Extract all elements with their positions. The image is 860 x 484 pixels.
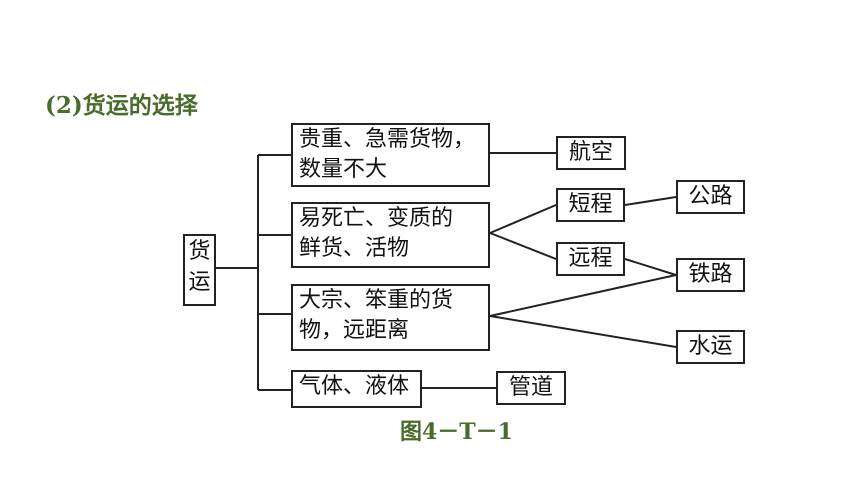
category-node-bulky-long-distance: 大宗、笨重的货 物，远距离 (291, 284, 490, 351)
mode-node-highway: 公路 (676, 180, 745, 214)
figure-caption: 图4－T－1 (400, 419, 513, 445)
distance-node-short: 短程 (556, 188, 625, 222)
distance-node-long: 远程 (556, 242, 625, 276)
mode-node-air: 航空 (556, 136, 626, 170)
root-node-freight: 货 运 (183, 234, 216, 306)
mode-node-water: 水运 (676, 330, 745, 364)
category-node-valuable-urgent: 贵重、急需货物， 数量不大 (291, 123, 490, 187)
mode-node-rail: 铁路 (676, 258, 745, 292)
mode-node-pipeline: 管道 (496, 371, 566, 405)
category-node-gas-liquid: 气体、液体 (291, 370, 422, 408)
category-node-perishable-live: 易死亡、变质的 鲜货、活物 (291, 202, 490, 268)
section-heading: (2)货运的选择 (45, 92, 198, 119)
